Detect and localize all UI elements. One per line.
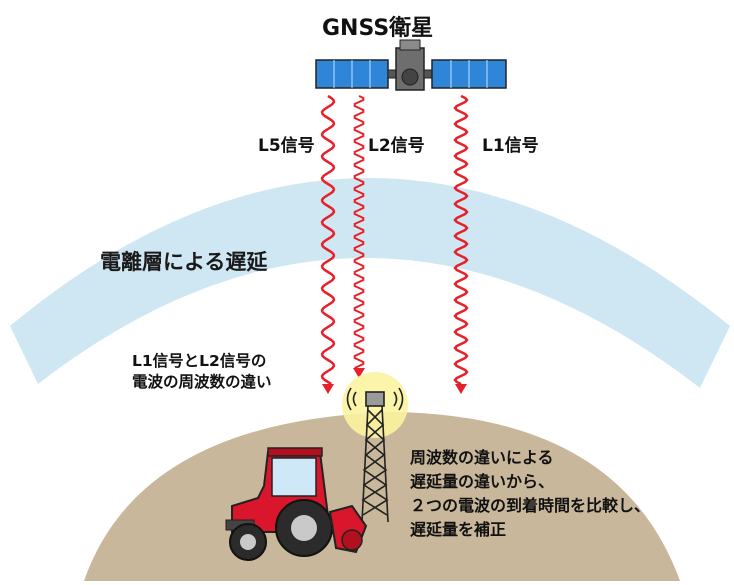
antenna-tower-icon — [346, 387, 404, 523]
l1-arrowhead — [455, 384, 467, 394]
delay-correction-line-4: 遅延量を補正 — [410, 520, 507, 539]
l2-signal-label: L2信号 — [368, 136, 425, 156]
ionosphere-delay-label: 電離層による遅延 — [100, 250, 268, 274]
delay-correction-text: 周波数の違いによる 遅延量の違いから、 ２つの電波の到着時間を比較し、 遅延量を… — [410, 446, 650, 542]
l5-arrowhead — [322, 384, 334, 394]
satellite-title: GNSS衛星 — [322, 16, 434, 41]
frequency-difference-line-2: 電波の周波数の違い — [132, 373, 272, 391]
l5-signal-wave — [320, 94, 336, 386]
l2-arrowhead — [353, 368, 365, 378]
l1-signal-label: L1信号 — [482, 136, 539, 156]
satellite-icon — [315, 39, 507, 91]
tractor-icon — [225, 447, 368, 561]
frequency-difference-label: L1信号とL2信号の 電波の周波数の違い — [132, 351, 272, 393]
l1-signal-wave — [453, 94, 469, 386]
delay-correction-line-3: ２つの電波の到着時間を比較し、 — [410, 496, 651, 515]
ionosphere-band — [10, 178, 730, 388]
l5-signal-label: L5信号 — [258, 136, 315, 156]
frequency-difference-line-1: L1信号とL2信号の — [132, 352, 267, 370]
delay-correction-line-1: 周波数の違いによる — [410, 448, 554, 467]
delay-correction-line-2: 遅延量の違いから、 — [410, 472, 555, 491]
l2-signal-wave — [353, 95, 365, 369]
